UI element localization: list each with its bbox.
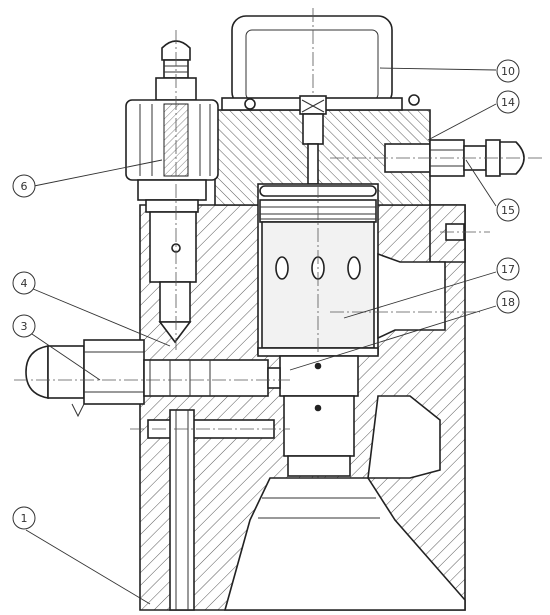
callout-14: 14: [496, 90, 520, 114]
svg-text:17: 17: [501, 263, 515, 276]
svg-text:3: 3: [21, 320, 28, 333]
svg-text:6: 6: [21, 180, 28, 193]
left-top-fitting: [125, 30, 219, 350]
callout-10: 10: [496, 59, 520, 83]
svg-text:15: 15: [501, 204, 515, 217]
right-chamber: [330, 223, 490, 479]
callout-1: 1: [12, 506, 36, 530]
callout-4: 4: [12, 271, 36, 295]
svg-text:18: 18: [501, 296, 515, 309]
leader-lines: [25, 67, 497, 605]
svg-text:10: 10: [501, 65, 515, 78]
callout-3: 3: [12, 314, 36, 338]
svg-text:4: 4: [21, 277, 28, 290]
callout-17: 17: [496, 257, 520, 281]
svg-text:14: 14: [501, 96, 515, 109]
svg-text:1: 1: [21, 512, 28, 525]
callout-18: 18: [496, 290, 520, 314]
callout-6: 6: [12, 174, 36, 198]
drilled-passage: [130, 409, 290, 611]
right-fitting: [330, 139, 545, 177]
callouts: 1 3 4 6 10 14 15 17: [12, 59, 520, 530]
left-side-fitting: [14, 339, 290, 418]
spool-cavity: [257, 183, 379, 520]
callout-15: 15: [496, 198, 520, 222]
pressure-gauge: [221, 8, 420, 185]
lower-spool: [223, 355, 466, 611]
